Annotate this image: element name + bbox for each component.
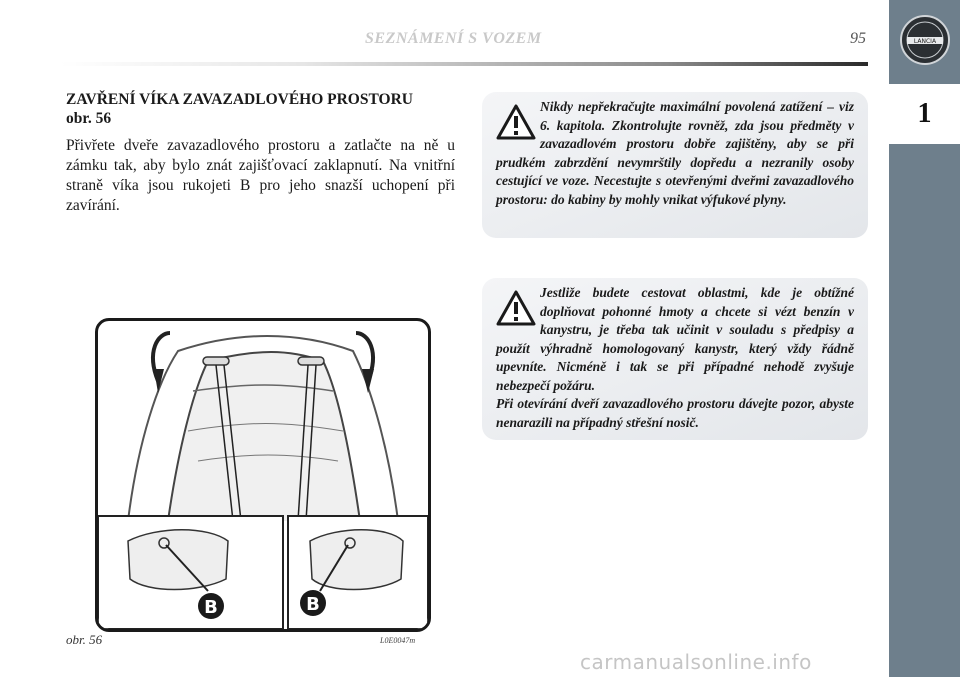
- warning-text-roof: Při otevírání dveří zavazadlového prosto…: [496, 396, 854, 430]
- callout-b-left: B: [204, 597, 218, 618]
- warning-text-fuel: Jestliže budete cestovat oblastmi, kde j…: [482, 278, 868, 432]
- callout-b-right: B: [306, 594, 320, 615]
- header-title: SEZNÁMENÍ S VOZEM: [365, 30, 542, 47]
- header-rule: [60, 62, 868, 66]
- figure-code: L0E0047m: [380, 636, 416, 645]
- chapter-number: 1: [917, 98, 932, 129]
- figure-illustration: B B: [95, 318, 431, 632]
- watermark: carmanualsonline.info: [580, 650, 812, 674]
- figure-caption: obr. 56: [66, 632, 103, 647]
- chapter-sidebar: LANCIA 1: [889, 0, 960, 677]
- section-heading-title: ZAVŘENÍ VÍKA ZAVAZADLOVÉHO PROSTORU: [66, 91, 413, 108]
- warning-triangle-icon: [496, 104, 536, 140]
- warning-box-load: Nikdy nepřekračujte maximální povolená z…: [482, 92, 868, 238]
- section-body: Přivřete dveře zavazadlového prostoru a …: [66, 137, 455, 214]
- warning-text-load: Nikdy nepřekračujte maximální povolená z…: [496, 99, 854, 207]
- trunk-illustration: B B: [98, 331, 428, 629]
- chapter-tab[interactable]: 1: [889, 84, 960, 144]
- section-heading: ZAVŘENÍ VÍKA ZAVAZADLOVÉHO PROSTORU obr.…: [66, 90, 456, 128]
- page-number: 95: [850, 30, 866, 47]
- lancia-logo-icon: LANCIA: [900, 15, 950, 65]
- callout-b-left-icon: [198, 593, 224, 619]
- callout-b-right-icon: [300, 590, 326, 616]
- logo-text: LANCIA: [914, 38, 937, 45]
- section-heading-figure-ref: obr. 56: [66, 110, 112, 127]
- warning-box-fuel: Jestliže budete cestovat oblastmi, kde j…: [482, 278, 868, 440]
- warning-triangle-icon: [496, 290, 536, 326]
